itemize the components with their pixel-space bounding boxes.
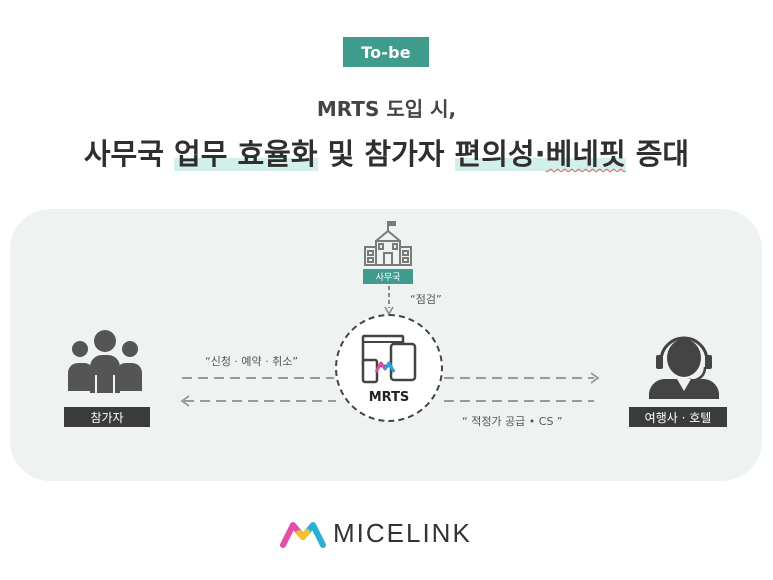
page-title: 사무국 업무 효율화 및 참가자 편의성·베네핏 증대 <box>0 131 773 173</box>
title-part-6: 증대 <box>625 137 690 171</box>
mrts-to-participant-arrow <box>180 395 336 407</box>
secretariat-label: 사무국 <box>363 269 413 284</box>
mrts-to-agency-arrow <box>444 372 600 384</box>
participant-to-mrts-arrow <box>182 377 334 379</box>
title-highlight-convenience: 편의성·베네핏 <box>454 137 626 171</box>
headset-person-icon <box>649 336 719 399</box>
mrts-label: MRTS <box>368 390 410 405</box>
title-part-4: 편의성· <box>454 137 546 171</box>
group-icon <box>68 330 142 393</box>
logo-text: MICELINK <box>333 518 472 548</box>
title-part-3: 및 참가자 <box>317 137 455 171</box>
title-highlight-efficiency: 업무 효율화 <box>174 137 318 171</box>
participant-label: 참가자 <box>64 407 150 427</box>
inspection-label: “점검” <box>410 293 442 306</box>
micelink-logo: MICELINK <box>279 518 472 549</box>
building-icon <box>364 221 412 266</box>
title-part-1: 사무국 <box>83 137 175 171</box>
inspection-arrow <box>384 286 394 316</box>
to-be-badge: To-be <box>343 37 429 67</box>
mrts-hub: MRTS <box>335 314 443 422</box>
participant-flow-label: “신청 · 예약 · 취소” <box>205 355 299 368</box>
agency-label: 여행사 · 호텔 <box>629 407 727 427</box>
subtitle: MRTS 도입 시, <box>316 97 457 121</box>
micelink-logo-icon <box>280 521 326 548</box>
title-part-5: 베네핏 <box>545 137 626 171</box>
devices-icon <box>361 334 417 384</box>
agency-flow-label: “ 적정가 공급 • CS ” <box>462 415 563 428</box>
agency-to-mrts-arrow <box>444 400 594 402</box>
